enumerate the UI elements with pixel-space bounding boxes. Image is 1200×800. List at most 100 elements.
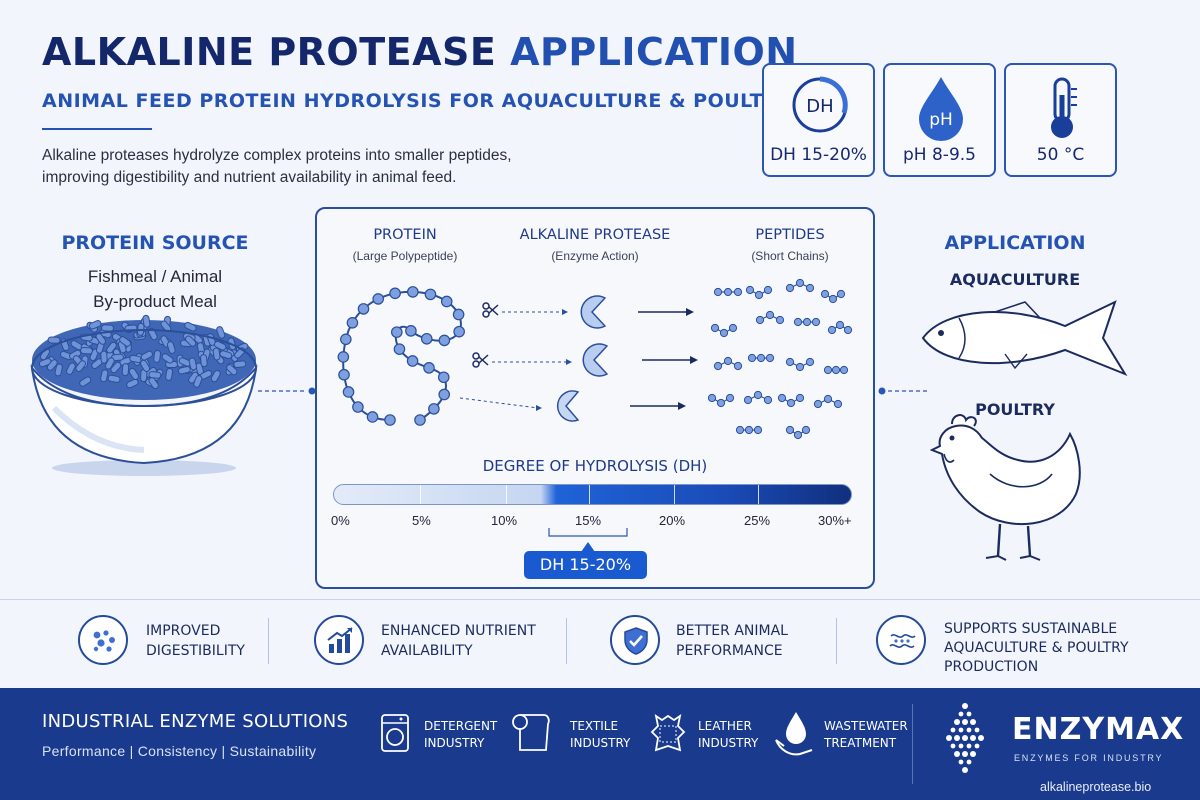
digest-icon bbox=[78, 615, 128, 665]
dh-tick-5: 5% bbox=[412, 513, 431, 528]
application-aquaculture-label: AQUACULTURE bbox=[949, 270, 1081, 289]
dh-tick-25: 25% bbox=[744, 513, 771, 528]
page-subtitle: ANIMAL FEED PROTEIN HYDROLYSIS FOR AQUAC… bbox=[42, 90, 792, 112]
dh-range-badge: DH 15-20% bbox=[524, 551, 647, 579]
benefit-2-line-1: ENHANCED NUTRIENT bbox=[381, 623, 536, 639]
benefit-separator bbox=[566, 618, 567, 664]
peptide-fragments-icon bbox=[707, 278, 853, 440]
footer-tagline: Performance | Consistency | Sustainabili… bbox=[42, 743, 317, 759]
benefit-1-line-1: IMPROVED bbox=[146, 623, 221, 639]
dh-tick-30: 30%+ bbox=[818, 513, 852, 528]
benefit-1-line-2: DIGESTIBILITY bbox=[146, 643, 245, 659]
website-link[interactable]: alkalineprotease.bio bbox=[1040, 780, 1152, 794]
title-main: ALKALINE PROTEASE bbox=[42, 30, 497, 74]
protein-source-heading: PROTEIN SOURCE bbox=[61, 232, 249, 254]
benefit-2-line-2: AVAILABILITY bbox=[381, 643, 473, 659]
industry-1-line-2: INDUSTRY bbox=[424, 736, 485, 750]
dh-tick-10: 10% bbox=[491, 513, 518, 528]
chicken-icon bbox=[930, 414, 1081, 561]
dh-scale-title: DEGREE OF HYDROLYSIS (DH) bbox=[482, 457, 708, 475]
application-poultry-label: POULTRY bbox=[975, 400, 1055, 419]
hydrolysis-diagram bbox=[337, 278, 853, 440]
scissors-icon-1 bbox=[482, 302, 499, 318]
industry-wastewater: WASTEWATER TREATMENT bbox=[824, 718, 908, 752]
dh-tick-15: 15% bbox=[575, 513, 602, 528]
leather-hide-icon bbox=[650, 714, 686, 752]
industry-textile: TEXTILE INDUSTRY bbox=[570, 718, 630, 752]
washing-machine-icon bbox=[381, 714, 409, 752]
fish-icon bbox=[921, 300, 1128, 377]
benefit-separator bbox=[836, 618, 837, 664]
industry-detergent: DETERGENT INDUSTRY bbox=[424, 718, 497, 752]
peptides-col-sub: (Short Chains) bbox=[751, 249, 829, 263]
dh-tick-0: 0% bbox=[331, 513, 350, 528]
water-fish-icon bbox=[876, 615, 926, 665]
protein-source-line-2: By-product Meal bbox=[93, 292, 217, 311]
peptides-col-title: PEPTIDES bbox=[755, 227, 825, 243]
footer-title: INDUSTRIAL ENZYME SOLUTIONS bbox=[42, 711, 349, 732]
industry-3-line-2: INDUSTRY bbox=[698, 736, 759, 750]
benefits-divider bbox=[0, 599, 1200, 600]
spec-label-temperature: 50 °C bbox=[1036, 145, 1085, 165]
application-connector bbox=[878, 387, 928, 395]
benefit-3-line-2: PERFORMANCE bbox=[676, 643, 783, 659]
ph-drop-icon: pH bbox=[919, 77, 963, 141]
spec-card-ph: pH pH 8-9.5 bbox=[883, 63, 996, 177]
enzyme-col-title: ALKALINE PROTEASE bbox=[519, 227, 671, 243]
footer-separator bbox=[912, 704, 913, 784]
protein-col-sub: (Large Polypeptide) bbox=[352, 249, 458, 263]
benefit-3-line-1: BETTER ANIMAL bbox=[676, 623, 788, 639]
thermometer-icon bbox=[1051, 77, 1077, 138]
benefit-performance: BETTER ANIMAL PERFORMANCE bbox=[676, 621, 788, 661]
benefit-4-line-1: SUPPORTS SUSTAINABLE bbox=[944, 621, 1118, 637]
industry-leather: LEATHER INDUSTRY bbox=[698, 718, 758, 752]
fabric-roll-icon bbox=[512, 714, 550, 751]
footer bbox=[0, 688, 1200, 800]
industry-4-line-2: TREATMENT bbox=[824, 736, 897, 750]
page-title: ALKALINE PROTEASE APPLICATION bbox=[42, 30, 798, 74]
enzyme-icon-1 bbox=[580, 295, 607, 329]
spec-card-temperature: 50 °C bbox=[1004, 63, 1117, 177]
title-accent: APPLICATION bbox=[510, 30, 798, 74]
spec-card-dh: DH DH 15-20% bbox=[762, 63, 875, 177]
industry-3-line-1: LEATHER bbox=[698, 719, 752, 733]
benefit-separator bbox=[268, 618, 269, 664]
dh-range-bracket bbox=[548, 528, 628, 552]
brand-tagline: ENZYMES FOR INDUSTRY bbox=[1014, 753, 1164, 763]
dh-icon-text: DH bbox=[806, 96, 833, 117]
spec-label-ph: pH 8-9.5 bbox=[903, 145, 976, 165]
dh-gauge-icon: DH bbox=[792, 76, 848, 133]
protein-source-text: Fishmeal / Animal By-product Meal bbox=[40, 264, 270, 314]
feed-bowl-icon bbox=[30, 314, 258, 476]
shield-check-icon bbox=[610, 615, 660, 665]
dh-scale-bar bbox=[333, 484, 852, 505]
enzyme-col-sub: (Enzyme Action) bbox=[551, 249, 639, 263]
enzyme-icon-2 bbox=[582, 343, 609, 377]
water-drop-hand-icon bbox=[775, 712, 813, 756]
protein-source-line-1: Fishmeal / Animal bbox=[87, 267, 223, 286]
benefit-nutrient: ENHANCED NUTRIENT AVAILABILITY bbox=[381, 621, 536, 661]
industry-4-line-1: WASTEWATER bbox=[824, 719, 908, 733]
scissors-icon-2 bbox=[472, 352, 489, 368]
ph-icon-text: pH bbox=[929, 110, 953, 130]
benefit-4-line-2: AQUACULTURE & POULTRY bbox=[944, 640, 1129, 656]
benefit-sustainable: SUPPORTS SUSTAINABLE AQUACULTURE & POULT… bbox=[944, 620, 1129, 677]
spec-label-dh: DH 15-20% bbox=[770, 145, 867, 165]
application-heading: APPLICATION bbox=[944, 232, 1086, 254]
intro-line-1: Alkaline proteases hydrolyze complex pro… bbox=[42, 147, 512, 164]
enzymax-logo-icon bbox=[946, 703, 984, 773]
dh-tick-20: 20% bbox=[659, 513, 686, 528]
intro-text: Alkaline proteases hydrolyze complex pro… bbox=[42, 145, 562, 189]
industry-2-line-2: INDUSTRY bbox=[570, 736, 631, 750]
title-underline bbox=[42, 128, 152, 130]
industry-2-line-1: TEXTILE bbox=[570, 719, 619, 733]
growth-chart-icon bbox=[314, 615, 364, 665]
source-connector bbox=[258, 387, 316, 395]
brand-name: ENZYMAX bbox=[1012, 712, 1185, 747]
protein-chain-icon bbox=[337, 286, 465, 426]
benefit-digestibility: IMPROVED DIGESTIBILITY bbox=[146, 621, 245, 661]
benefit-4-line-3: PRODUCTION bbox=[944, 659, 1039, 675]
intro-line-2: improving digestibility and nutrient ava… bbox=[42, 169, 457, 186]
industry-1-line-1: DETERGENT bbox=[424, 719, 498, 733]
protein-col-title: PROTEIN bbox=[373, 227, 437, 243]
